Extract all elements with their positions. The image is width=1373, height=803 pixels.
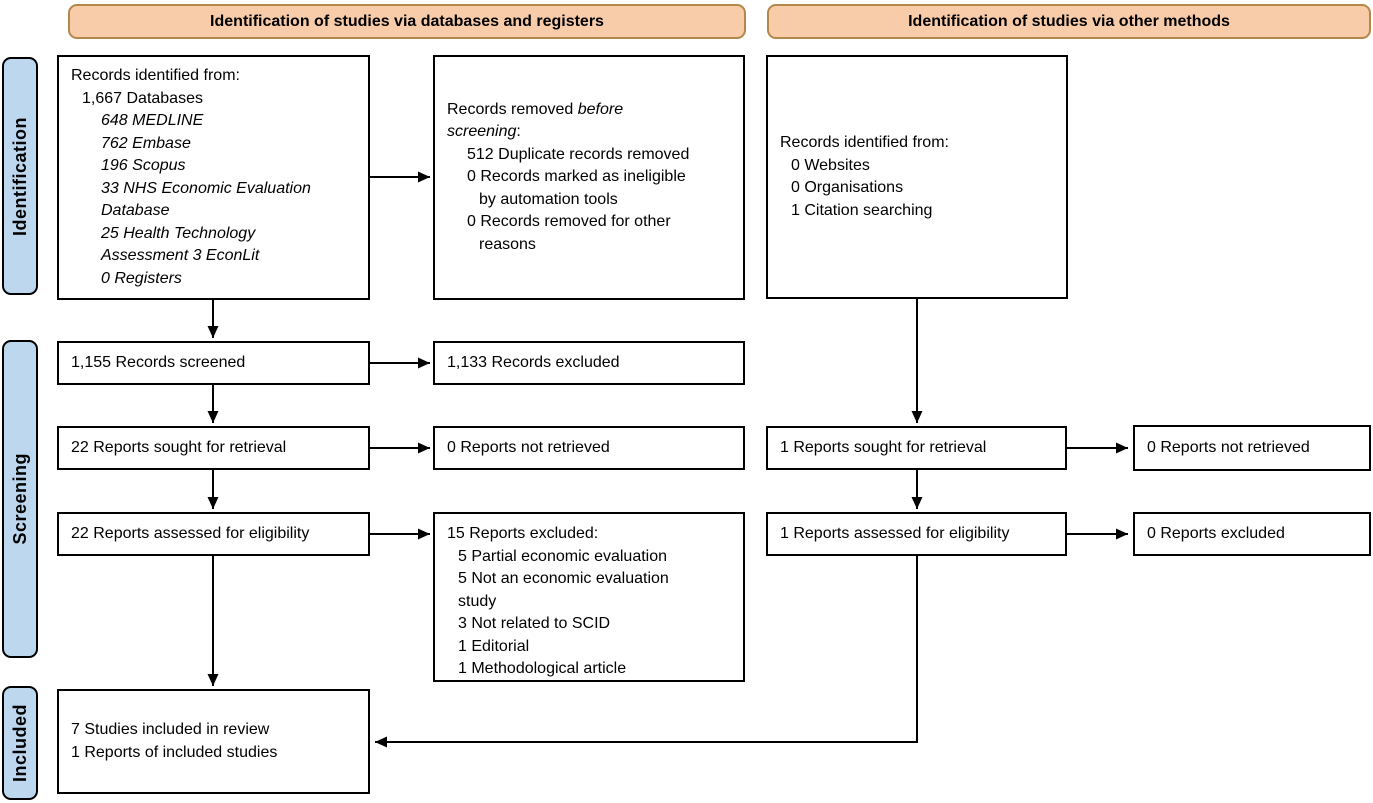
stage-included: Included: [2, 686, 38, 800]
header-other-methods: Identification of studies via other meth…: [767, 4, 1371, 39]
box-reports-not-retrieved-databases: 0 Reports not retrieved: [433, 426, 745, 470]
box-reports-assessed-databases: 22 Reports assessed for eligibility: [57, 512, 370, 556]
box-reports-excluded-reasons: 15 Reports excluded: 5 Partial economic …: [433, 512, 745, 682]
text-line: 1,667 Databases: [82, 89, 203, 107]
box-records-removed-before-screening: Records removed before screening: 512 Du…: [433, 55, 745, 300]
text-line: 0 Records removed for other: [467, 213, 671, 231]
text-line: 7 Studies included in review: [71, 721, 270, 738]
text-line: 1 Reports of included studies: [71, 743, 278, 761]
text-line: Records identified from:: [71, 67, 240, 84]
text-line: 3 Not related to SCID: [458, 615, 611, 632]
text-line: Records identified from:: [780, 134, 949, 151]
text-line: 15 Reports excluded:: [447, 525, 599, 542]
text-line: 0 Reports excluded: [1147, 524, 1285, 542]
text-line: Records removed before: [447, 100, 624, 118]
box-reports-sought-other: 1 Reports sought for retrieval: [766, 426, 1067, 470]
stage-identification-label: Identification: [9, 116, 30, 236]
text-line: 0 Records marked as ineligible: [467, 168, 686, 186]
box-reports-sought-databases: 22 Reports sought for retrieval: [57, 426, 370, 470]
text-line: 0 Organisations: [791, 179, 904, 196]
text-line: 5 Partial economic evaluation: [458, 547, 668, 565]
box-studies-included: 7 Studies included in review 1 Reports o…: [57, 689, 370, 794]
text-line: screening:: [447, 123, 521, 141]
text-line: 1 Methodological article: [458, 660, 627, 677]
text-line: reasons: [479, 235, 536, 253]
text-line: study: [458, 592, 497, 610]
text-line: 1 Editorial: [458, 637, 530, 655]
text-line: by automation tools: [479, 190, 618, 208]
text-line: 5 Not an economic evaluation: [458, 570, 669, 587]
box-reports-excluded-other: 0 Reports excluded: [1133, 512, 1371, 556]
header-databases-label: Identification of studies via databases …: [210, 12, 604, 30]
text-line: 25 Health Technology: [101, 224, 256, 242]
arrow-other-assessed-to-included: [375, 556, 918, 748]
text-line: 0 Reports not retrieved: [447, 438, 610, 456]
text-line: 1 Reports sought for retrieval: [780, 438, 987, 456]
stage-included-label: Included: [9, 703, 30, 782]
box-records-identified-other: Records identified from: 0 Websites 0 Or…: [766, 55, 1068, 299]
stage-screening: Screening: [2, 340, 38, 658]
text-line: 33 NHS Economic Evaluation: [101, 179, 311, 197]
text-line: 22 Reports assessed for eligibility: [71, 524, 310, 542]
text-line: 1 Citation searching: [791, 201, 933, 219]
text-line: 762 Embase: [101, 134, 191, 152]
box-records-screened: 1,155 Records screened: [57, 341, 370, 385]
text-line: 1,133 Records excluded: [447, 353, 620, 371]
box-reports-assessed-other: 1 Reports assessed for eligibility: [766, 512, 1067, 556]
text-line: 512 Duplicate records removed: [467, 145, 690, 163]
text-line: 1,155 Records screened: [71, 353, 246, 371]
box-reports-not-retrieved-other: 0 Reports not retrieved: [1133, 425, 1371, 471]
text-line: 648 MEDLINE: [101, 112, 204, 129]
text-line: Database: [101, 202, 170, 219]
text-line: 0 Reports not retrieved: [1147, 438, 1310, 456]
text-line: 0 Registers: [101, 269, 182, 287]
text-line: 0 Websites: [791, 156, 870, 174]
box-records-excluded: 1,133 Records excluded: [433, 341, 745, 385]
stage-screening-label: Screening: [9, 453, 30, 545]
text-line: Assessment 3 EconLit: [101, 247, 260, 264]
text-line: 1 Reports assessed for eligibility: [780, 524, 1010, 542]
header-databases-registers: Identification of studies via databases …: [68, 4, 746, 39]
header-other-label: Identification of studies via other meth…: [908, 12, 1230, 30]
stage-identification: Identification: [2, 57, 38, 295]
text-line: 22 Reports sought for retrieval: [71, 438, 287, 456]
text-line: 196 Scopus: [101, 157, 186, 174]
box-records-identified-databases: Records identified from: 1,667 Databases…: [57, 55, 370, 300]
